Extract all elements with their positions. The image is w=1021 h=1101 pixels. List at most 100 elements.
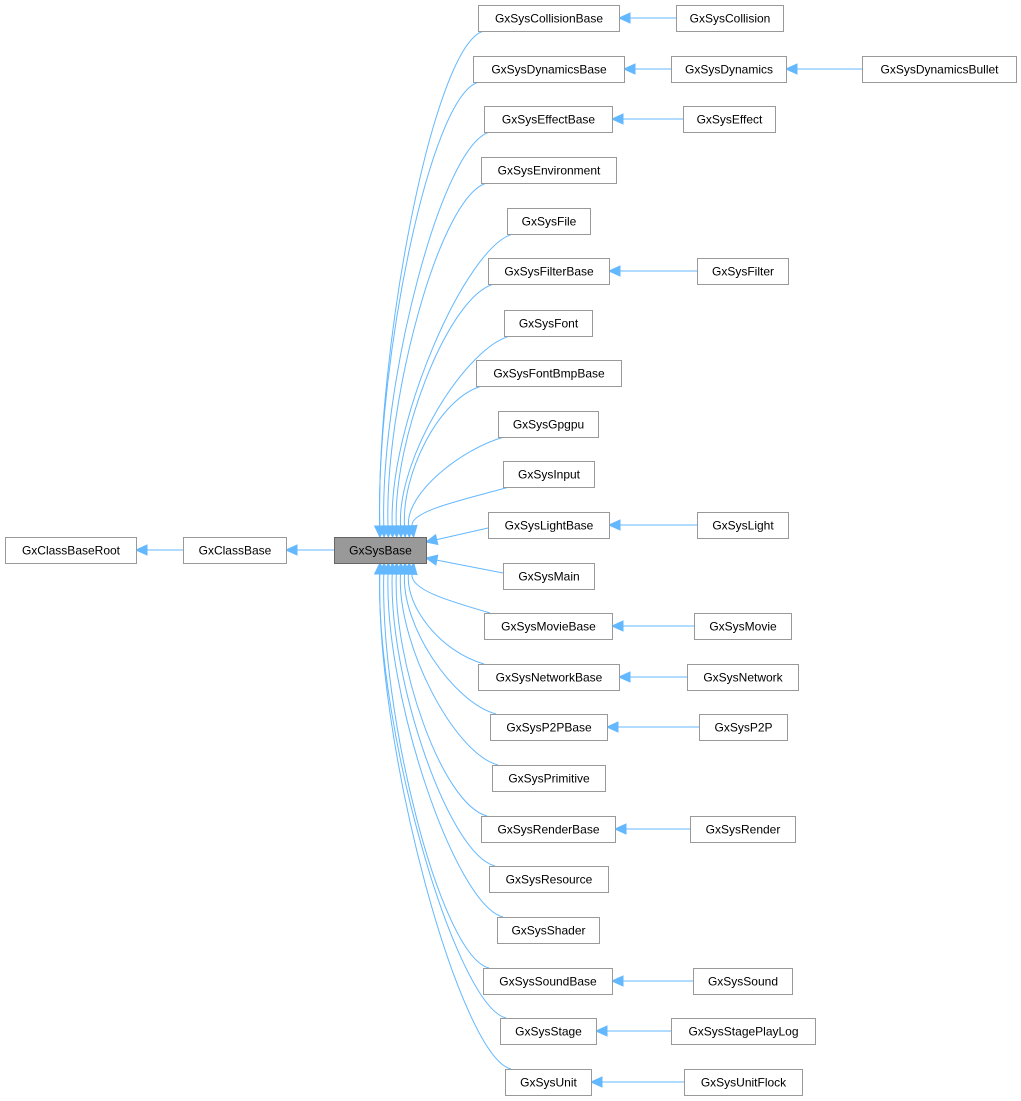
node-gx-sys-render[interactable]: GxSysRender [690, 816, 796, 843]
edge-gx-sys-movie-base-to-gx-sys-base [406, 561, 491, 614]
node-gx-sys-effect[interactable]: GxSysEffect [683, 106, 776, 133]
node-gx-sys-unit-flock[interactable]: GxSysUnitFlock [684, 1069, 803, 1096]
node-gx-sys-collision[interactable]: GxSysCollision [676, 5, 784, 32]
node-gx-class-base-root[interactable]: GxClassBaseRoot [5, 537, 137, 564]
node-gx-sys-network[interactable]: GxSysNetwork [687, 664, 799, 691]
edge-gx-sys-font-bmp-base-to-gx-sys-base [398, 385, 483, 539]
node-box [497, 917, 600, 944]
node-gx-sys-shader[interactable]: GxSysShader [497, 917, 600, 944]
node-gx-sys-p2-p-base[interactable]: GxSysP2PBase [490, 714, 608, 741]
node-gx-sys-file[interactable]: GxSysFile [507, 208, 591, 235]
node-gx-sys-dynamics-bullet[interactable]: GxSysDynamicsBullet [862, 56, 1017, 83]
node-gx-sys-render-base[interactable]: GxSysRenderBase [481, 816, 616, 843]
node-gx-sys-sound-base[interactable]: GxSysSoundBase [483, 968, 613, 995]
edge-line [436, 559, 504, 574]
node-gx-sys-network-base[interactable]: GxSysNetworkBase [478, 664, 620, 691]
node-label: GxSysUnitFlock [701, 1076, 787, 1090]
edge-gx-class-base-to-gx-class-base-root [134, 544, 183, 556]
arrowhead-icon [610, 620, 624, 632]
edge-line [387, 182, 488, 527]
arrowhead-icon [610, 975, 624, 987]
node-gx-sys-gpgpu[interactable]: GxSysGpgpu [498, 411, 599, 438]
node-gx-sys-dynamics-base[interactable]: GxSysDynamicsBase [473, 56, 625, 83]
edge-line [395, 573, 488, 817]
edge-gx-sys-sound-to-gx-sys-sound-base [610, 975, 693, 987]
node-gx-sys-resource[interactable]: GxSysResource [489, 866, 609, 893]
node-box [183, 537, 287, 564]
node-label: GxSysFilterBase [504, 265, 594, 279]
edge-gx-sys-main-to-gx-sys-base [424, 554, 504, 574]
edge-gx-sys-filter-to-gx-sys-filter-base [607, 265, 697, 277]
node-gx-sys-effect-base[interactable]: GxSysEffectBase [484, 106, 613, 133]
arrowhead-icon [424, 554, 439, 566]
edge-line [400, 335, 511, 527]
node-gx-sys-movie[interactable]: GxSysMovie [694, 613, 792, 640]
node-gx-sys-stage[interactable]: GxSysStage [500, 1018, 597, 1045]
node-gx-sys-p2-p[interactable]: GxSysP2P [699, 714, 788, 741]
node-gx-sys-sound[interactable]: GxSysSound [693, 968, 793, 995]
edge-gx-sys-light-base-to-gx-sys-base [424, 527, 489, 546]
node-box [492, 765, 606, 792]
node-gx-sys-font-bmp-base[interactable]: GxSysFontBmpBase [476, 360, 622, 387]
node-label: GxSysP2P [714, 721, 772, 735]
node-box [481, 157, 617, 184]
node-gx-sys-main[interactable]: GxSysMain [503, 563, 595, 590]
node-gx-sys-input[interactable]: GxSysInput [503, 461, 595, 488]
node-gx-sys-font[interactable]: GxSysFont [504, 310, 593, 337]
edge-line [395, 283, 495, 527]
node-box [683, 106, 776, 133]
edge-line [379, 573, 512, 1070]
edge-line [411, 486, 510, 527]
node-label: GxSysPrimitive [508, 772, 590, 786]
node-gx-sys-collision-base[interactable]: GxSysCollisionBase [478, 5, 620, 32]
node-gx-sys-light[interactable]: GxSysLight [697, 512, 789, 539]
node-label: GxSysMovie [709, 620, 777, 634]
node-gx-sys-primitive[interactable]: GxSysPrimitive [492, 765, 606, 792]
edge-line [407, 436, 505, 527]
edge-gx-sys-network-base-to-gx-sys-base [402, 561, 485, 665]
node-label: GxSysEnvironment [498, 164, 601, 178]
node-gx-sys-environment[interactable]: GxSysEnvironment [481, 157, 617, 184]
node-box [478, 664, 620, 691]
node-box [504, 310, 593, 337]
node-label: GxSysMain [518, 570, 579, 584]
node-label: GxSysDynamics [685, 63, 773, 77]
node-label: GxSysFontBmpBase [493, 367, 605, 381]
node-box [500, 1018, 597, 1045]
arrowhead-icon [617, 12, 631, 24]
node-box [671, 1018, 816, 1045]
node-box [693, 968, 793, 995]
node-label: GxSysRender [706, 823, 781, 837]
node-label: GxSysSound [708, 975, 778, 989]
node-gx-class-base[interactable]: GxClassBase [183, 537, 287, 564]
node-box [503, 461, 595, 488]
arrowhead-icon [784, 63, 798, 75]
node-label: GxSysFont [519, 317, 579, 331]
edge-line [436, 527, 489, 541]
node-gx-sys-filter-base[interactable]: GxSysFilterBase [488, 258, 610, 285]
edge-gx-sys-input-to-gx-sys-base [406, 486, 510, 539]
edge-line [399, 573, 499, 766]
edge-gx-sys-collision-to-gx-sys-collision-base [617, 12, 676, 24]
node-box [489, 866, 609, 893]
node-gx-sys-dynamics[interactable]: GxSysDynamics [671, 56, 787, 83]
node-gx-sys-unit[interactable]: GxSysUnit [505, 1069, 592, 1096]
node-box [473, 56, 625, 83]
arrowhead-icon [610, 113, 624, 125]
node-label: GxSysShader [511, 924, 585, 938]
node-box [490, 714, 608, 741]
edge-gx-sys-stage-play-log-to-gx-sys-stage [594, 1025, 671, 1037]
node-box [484, 106, 613, 133]
node-gx-sys-base: GxSysBase [334, 537, 427, 564]
arrowhead-icon [284, 544, 298, 556]
node-label: GxSysNetworkBase [496, 671, 603, 685]
node-gx-sys-light-base[interactable]: GxSysLightBase [488, 512, 610, 539]
node-gx-sys-stage-play-log[interactable]: GxSysStagePlayLog [671, 1018, 816, 1045]
node-gx-sys-filter[interactable]: GxSysFilter [697, 258, 789, 285]
node-box [684, 1069, 803, 1096]
node-gx-sys-movie-base[interactable]: GxSysMovieBase [484, 613, 613, 640]
node-label: GxSysCollision [690, 12, 771, 26]
edge-line [391, 573, 496, 867]
node-label: GxClassBase [199, 544, 272, 558]
node-box [697, 258, 789, 285]
